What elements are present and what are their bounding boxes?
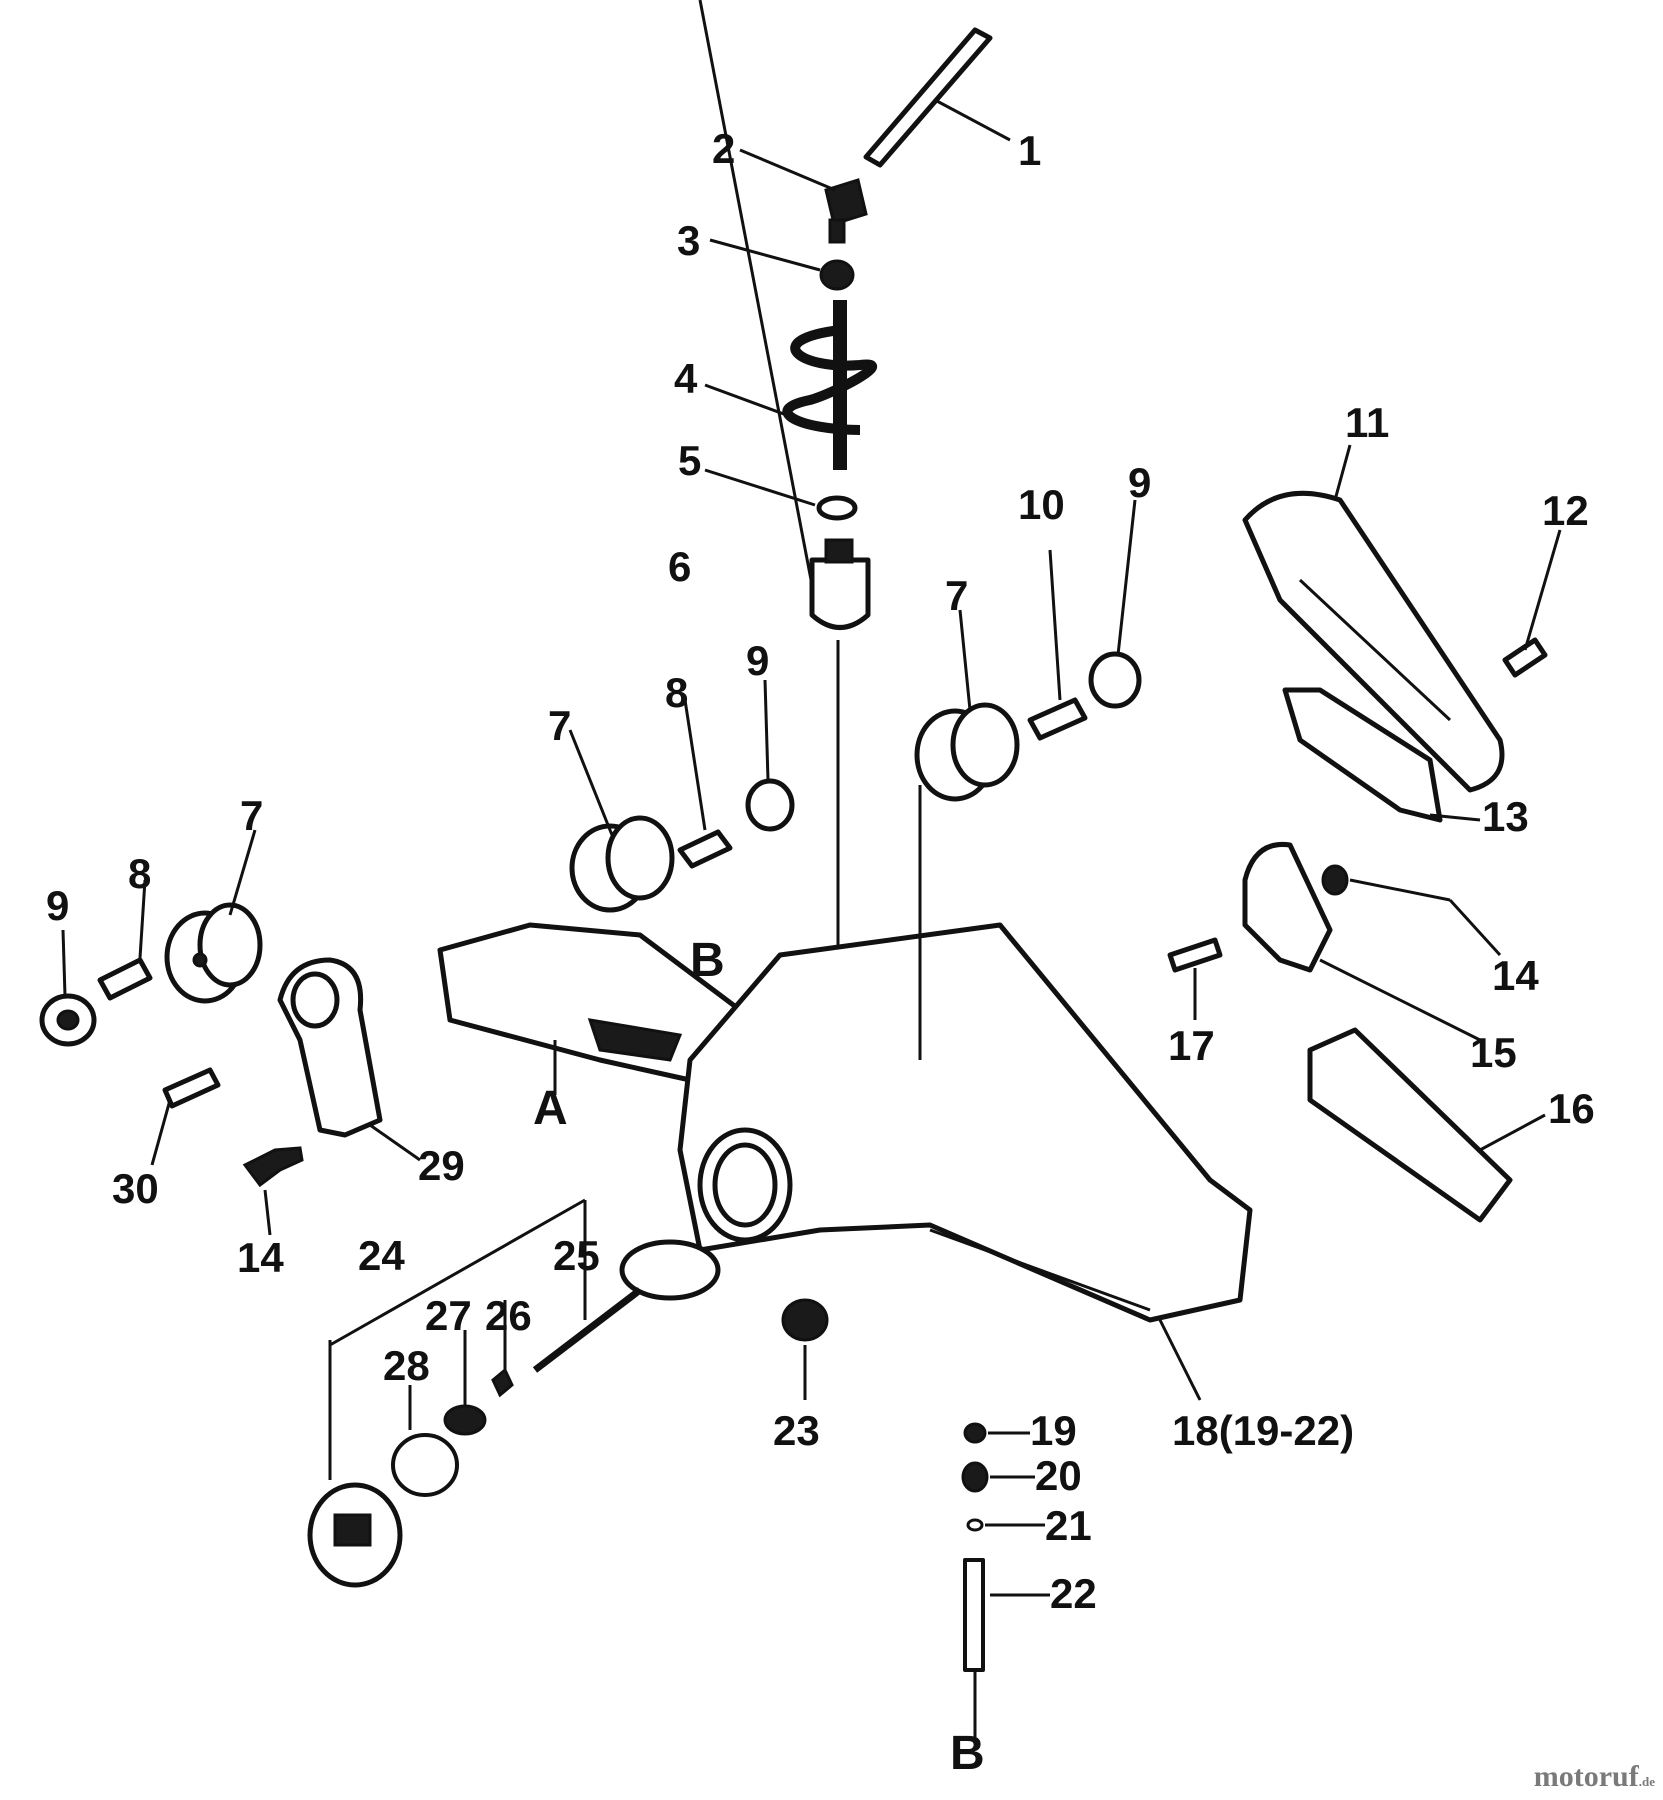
callout-9-middle: 9 xyxy=(746,637,770,684)
part-30-screw xyxy=(150,1067,221,1166)
part-3-bushing xyxy=(709,238,855,291)
callout-15: 15 xyxy=(1470,1029,1517,1076)
part-26-valve xyxy=(491,1300,514,1398)
part-4-spring xyxy=(704,300,877,470)
part-17-pin xyxy=(1167,937,1223,1020)
reference-letter-b-bottom: B xyxy=(950,1727,985,1780)
part-20-washer xyxy=(961,1461,1035,1493)
watermark-brand: motoruf xyxy=(1533,1760,1639,1793)
callout-12: 12 xyxy=(1542,487,1589,534)
part-1-rod xyxy=(863,27,1011,168)
part-24-cap xyxy=(307,1198,586,1588)
callout-9-left: 9 xyxy=(46,882,70,929)
part-16-shield xyxy=(1307,1027,1546,1223)
part-13-plate xyxy=(1282,687,1481,823)
reference-letter-b-top: B xyxy=(690,934,725,987)
part-18-housing xyxy=(677,922,1253,1401)
part-11-cover xyxy=(1242,444,1505,793)
callout-14-left: 14 xyxy=(237,1234,284,1281)
part-9-left-nut xyxy=(39,929,97,1047)
part-27-gasket xyxy=(443,1330,487,1436)
callout-21: 21 xyxy=(1045,1502,1092,1549)
part-8-left-bolt xyxy=(97,879,153,1001)
callout-20: 20 xyxy=(1035,1452,1082,1499)
callout-14-right: 14 xyxy=(1492,952,1539,999)
callout-23: 23 xyxy=(773,1407,820,1454)
callout-9-right: 9 xyxy=(1128,459,1152,506)
callout-26: 26 xyxy=(485,1292,532,1339)
part-8-middle-bolt xyxy=(677,699,733,869)
callout-7-middle: 7 xyxy=(548,702,572,749)
part-9-right-nut xyxy=(1088,499,1142,709)
callout-5: 5 xyxy=(678,437,702,484)
watermark-tld: .de xyxy=(1638,1774,1655,1789)
part-19-nut xyxy=(963,1422,1030,1444)
callout-8-middle: 8 xyxy=(665,669,689,716)
part-12-screw xyxy=(1502,529,1562,678)
callout-29: 29 xyxy=(418,1142,465,1189)
callout-8-left: 8 xyxy=(128,850,152,897)
part-29-bracket xyxy=(277,957,421,1162)
part-15-lever xyxy=(1242,841,1481,1042)
callout-18: 18(19-22) xyxy=(1172,1407,1355,1454)
part-21-ring xyxy=(966,1518,1045,1532)
callout-22: 22 xyxy=(1050,1570,1097,1617)
part-7-right-pulley xyxy=(914,609,1020,1060)
callout-19: 19 xyxy=(1030,1407,1077,1454)
callout-13: 13 xyxy=(1482,793,1529,840)
callout-1: 1 xyxy=(1018,127,1042,174)
part-14-right-screw xyxy=(1321,864,1502,957)
part-14-left-screw xyxy=(242,1146,304,1236)
callout-16: 16 xyxy=(1548,1085,1595,1132)
callout-3: 3 xyxy=(677,217,701,264)
callout-10: 10 xyxy=(1018,481,1065,528)
callout-7-right: 7 xyxy=(945,572,969,619)
callout-28: 28 xyxy=(383,1342,430,1389)
part-7-left-pulley xyxy=(164,829,263,1004)
part-5-washer xyxy=(704,468,858,521)
callout-25: 25 xyxy=(553,1232,600,1279)
part-23-nut xyxy=(781,1298,829,1400)
part-7-middle-pulley xyxy=(568,729,675,913)
callout-4: 4 xyxy=(674,355,698,402)
part-28-oring xyxy=(391,1385,459,1497)
reference-letter-a: A xyxy=(533,1082,568,1135)
callout-7-left: 7 xyxy=(240,792,264,839)
callout-17: 17 xyxy=(1168,1022,1215,1069)
callout-30: 30 xyxy=(112,1165,159,1212)
watermark-logo: motoruf.de xyxy=(1534,1760,1655,1794)
part-2-clip xyxy=(739,148,868,244)
callout-6: 6 xyxy=(668,543,692,590)
part-25-dipstick xyxy=(532,1200,721,1373)
part-10-bolt xyxy=(1027,549,1088,741)
callout-27: 27 xyxy=(425,1292,472,1339)
callout-2: 2 xyxy=(712,125,736,172)
callout-24: 24 xyxy=(358,1232,405,1279)
part-22-stud xyxy=(963,1558,1050,1740)
callout-11: 11 xyxy=(1345,399,1390,446)
part-9-middle-nut xyxy=(745,679,795,832)
